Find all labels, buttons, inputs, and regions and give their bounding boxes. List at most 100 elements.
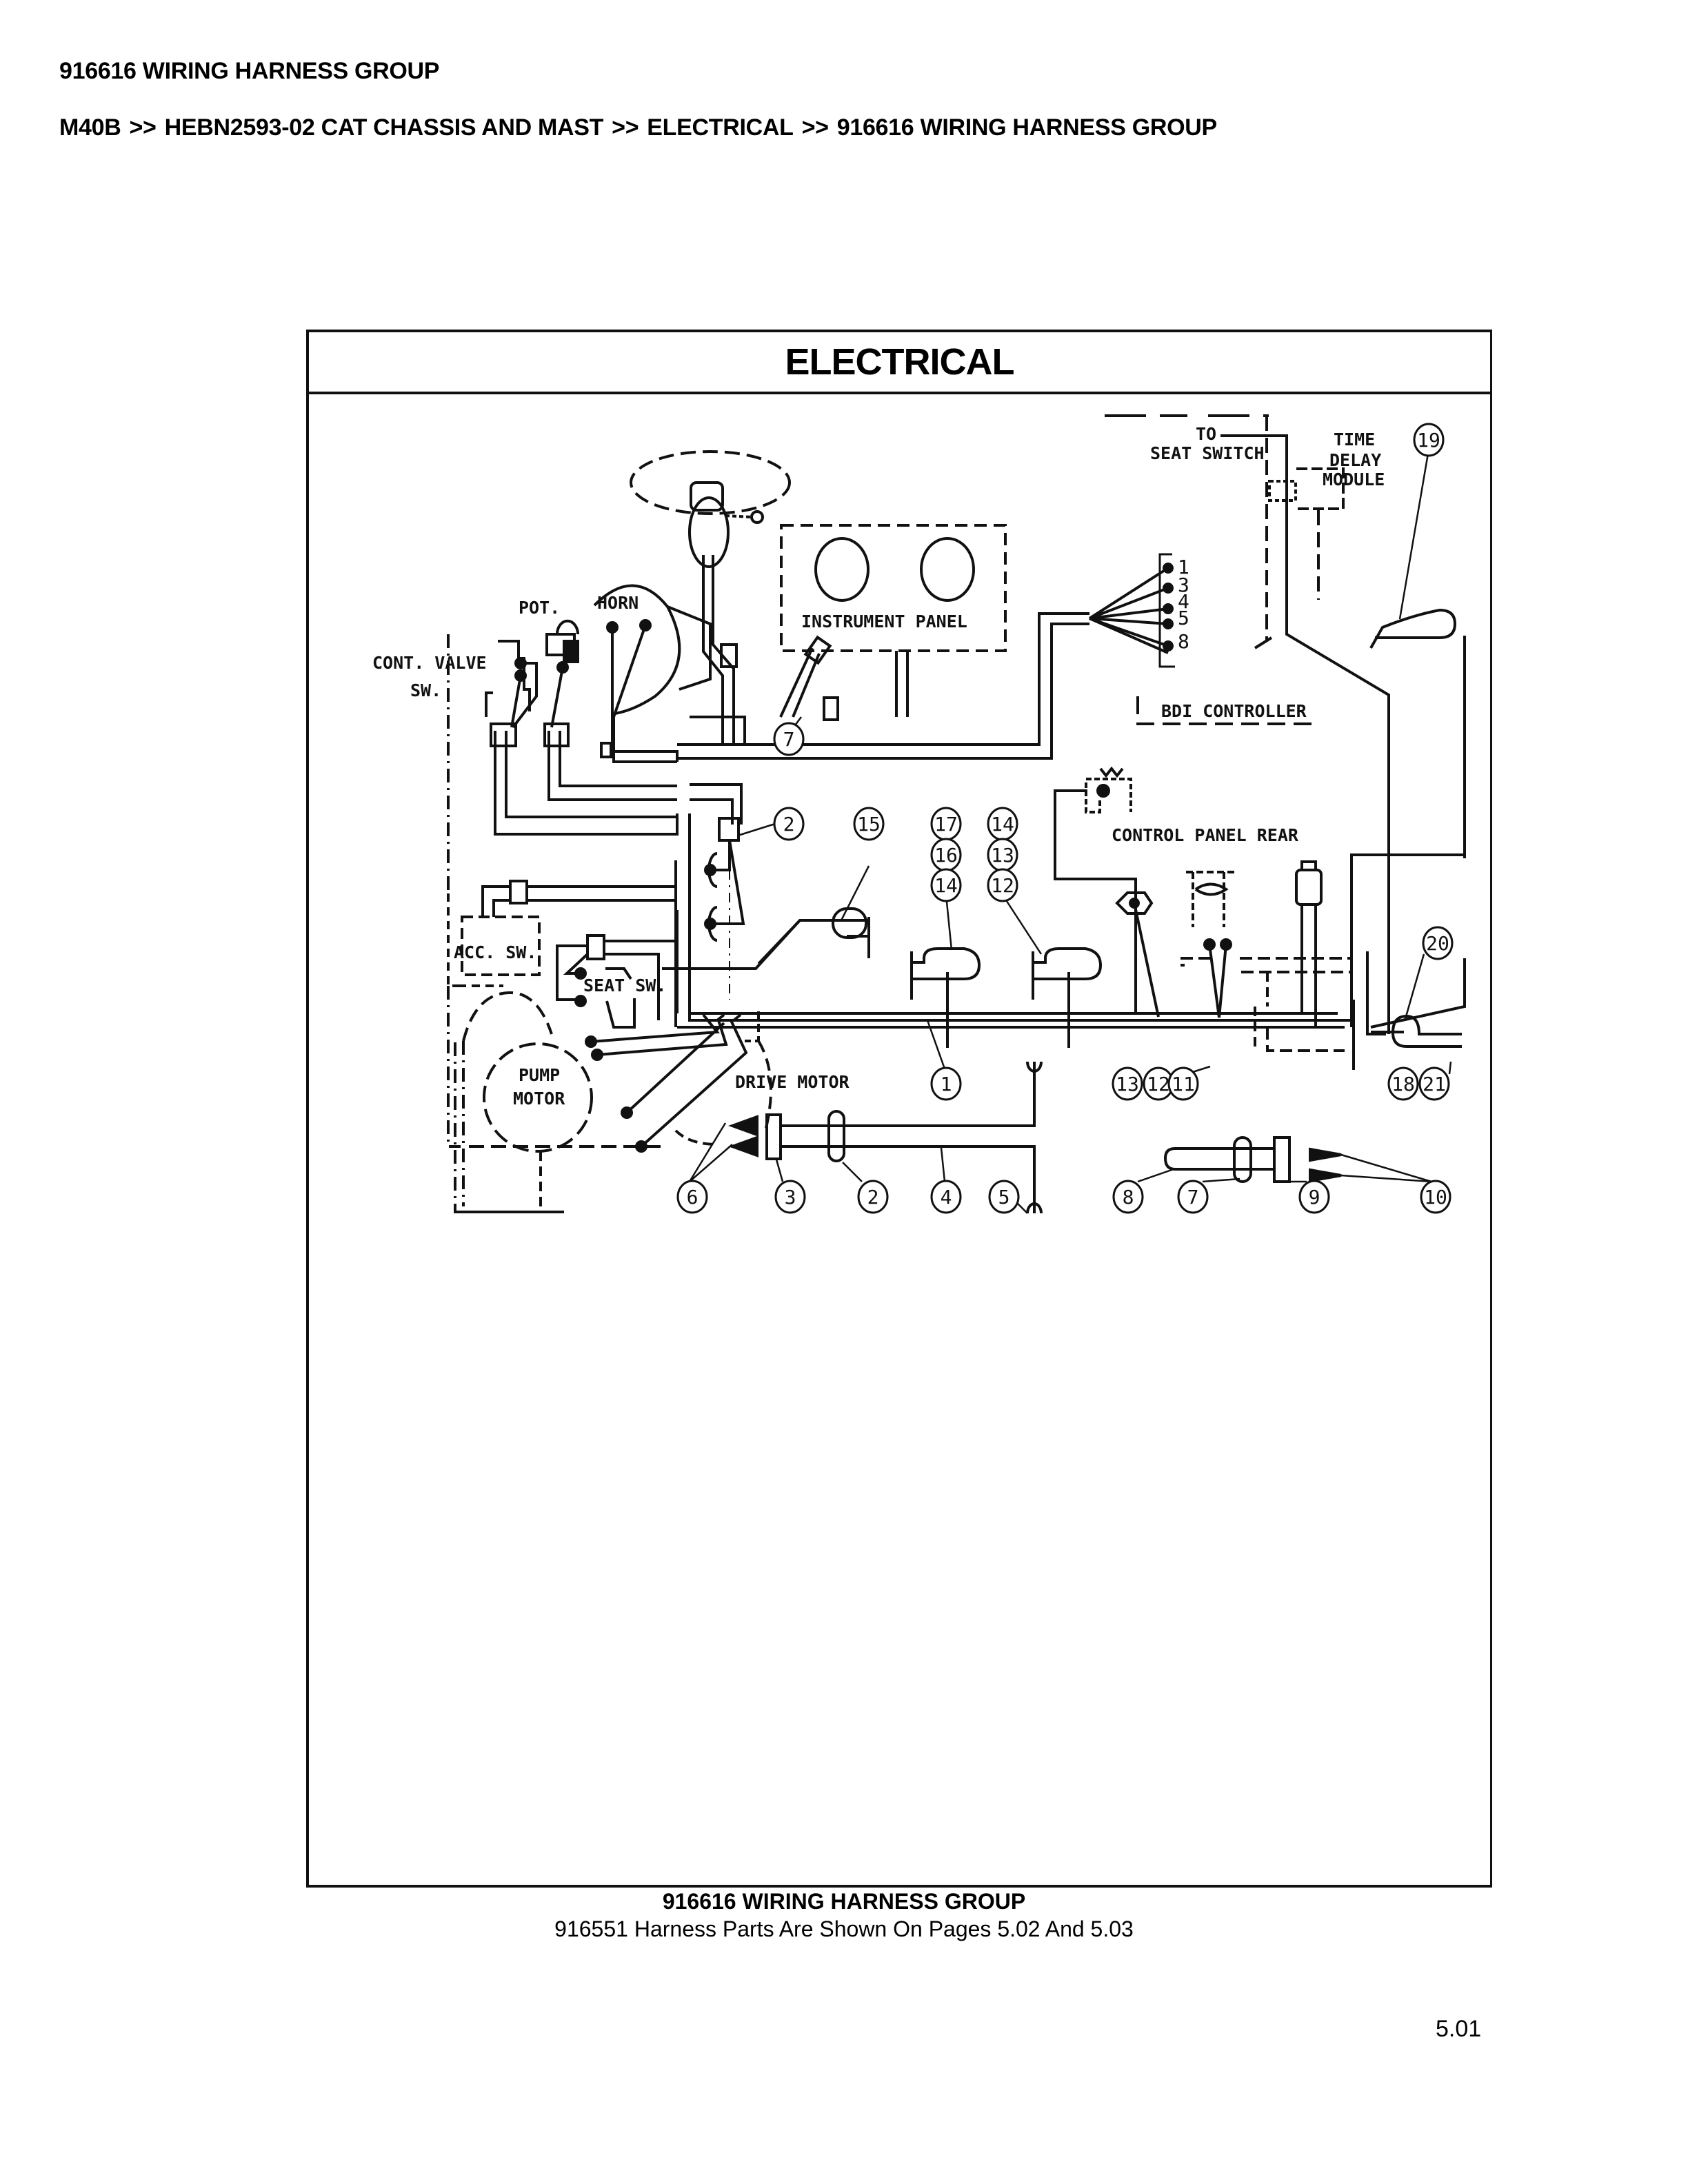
- right-side-harness: [1350, 608, 1466, 1070]
- main-harness: [677, 1012, 1345, 1029]
- relay-group: [704, 817, 745, 1000]
- callout-number: 7: [783, 728, 795, 751]
- callout-number: 2: [867, 1186, 879, 1209]
- callout-circle: [1112, 1180, 1144, 1214]
- callout-number: 14: [934, 874, 958, 897]
- time-delay-module: [1105, 414, 1390, 1034]
- callout-number: 4: [941, 1186, 952, 1209]
- breadcrumb-item-electrical[interactable]: ELECTRICAL: [647, 114, 794, 141]
- label-cont-valve: CONT. VALVE: [372, 653, 487, 673]
- instrument-panel: [779, 524, 1007, 721]
- pin-label: 5: [1178, 607, 1189, 629]
- callout-19: 19: [1413, 423, 1445, 457]
- callout-circle: [773, 722, 805, 756]
- callout-number: 8: [1123, 1186, 1134, 1209]
- label-time: TIME: [1334, 429, 1375, 449]
- callout-4: 4: [930, 1180, 962, 1214]
- callout-circle: [1418, 1066, 1450, 1101]
- callout-number: 2: [783, 813, 795, 836]
- callout-circle: [930, 1066, 962, 1101]
- callout-14: 14: [930, 868, 962, 902]
- callout-number: 21: [1423, 1073, 1446, 1095]
- callout-2: 2: [857, 1180, 889, 1214]
- callout-5: 5: [988, 1180, 1020, 1214]
- callout-circle: [676, 1180, 708, 1214]
- callout-10: 10: [1420, 1180, 1451, 1214]
- callout-circle: [853, 807, 885, 841]
- pot-component: [545, 619, 579, 674]
- horn-connector: [600, 742, 612, 758]
- label-seat-switch: SEAT SWITCH: [1150, 443, 1265, 463]
- callout-circle: [1177, 1180, 1209, 1214]
- figure-caption-title: 916616 WIRING HARNESS GROUP: [662, 1889, 1026, 1914]
- pin-label: 3: [1178, 574, 1189, 596]
- control-panel-rear: [1054, 766, 1352, 1052]
- battery-cable-right: [1164, 1136, 1342, 1183]
- label-pot: POT.: [519, 598, 560, 618]
- callout-circle: [1298, 1180, 1330, 1214]
- steering-wheel: [630, 450, 791, 568]
- callout-8: 8: [1112, 1180, 1144, 1214]
- callout-circle: [930, 868, 962, 902]
- callout-circle: [1422, 926, 1454, 960]
- label-control-panel-rear: CONTROL PANEL REAR: [1112, 825, 1299, 845]
- callout-6: 6: [676, 1180, 708, 1214]
- label-motor: MOTOR: [513, 1089, 565, 1109]
- callout-7: 7: [1177, 1180, 1209, 1214]
- callout-circle: [1413, 423, 1445, 457]
- callout-number: 13: [1116, 1073, 1139, 1095]
- breadcrumb-item-chassis[interactable]: HEBN2593-02 CAT CHASSIS AND MAST: [164, 114, 604, 141]
- callout-number: 10: [1424, 1186, 1447, 1209]
- cont-valve-switch: [485, 640, 531, 717]
- callout-leaders: [688, 449, 1452, 1214]
- callout-number: 15: [857, 813, 881, 836]
- harness-clips: [757, 907, 1103, 1048]
- callout-12: 12: [987, 868, 1018, 902]
- label-horn: HORN: [597, 593, 639, 613]
- breadcrumb-item-current: 916616 WIRING HARNESS GROUP: [836, 114, 1217, 141]
- label-module: MODULE: [1323, 469, 1385, 489]
- callout-number: 17: [934, 813, 958, 836]
- callout-number: 3: [785, 1186, 796, 1209]
- bdi-controller: [1055, 553, 1317, 725]
- section-title: ELECTRICAL: [785, 341, 1015, 383]
- left-harness: [494, 612, 1352, 1027]
- breadcrumb-separator: >>: [801, 114, 829, 141]
- callout-13: 13: [1112, 1066, 1143, 1101]
- callout-number: 11: [1172, 1073, 1195, 1095]
- callout-circle: [1387, 1066, 1419, 1101]
- acc-switch: [447, 634, 677, 987]
- callout-14: 14: [987, 807, 1018, 841]
- pump-motor: [447, 986, 728, 1213]
- breadcrumb-item-model[interactable]: M40B: [59, 114, 121, 141]
- label-bdi-controller: BDI CONTROLLER: [1161, 701, 1307, 721]
- label-instrument-panel: INSTRUMENT PANEL: [801, 611, 967, 631]
- breadcrumb-separator: >>: [612, 114, 639, 141]
- callout-15: 15: [853, 807, 885, 841]
- callout-number: 12: [991, 874, 1014, 897]
- page-number: 5.01: [1436, 2016, 1482, 2042]
- label-cont-valve-sw: SW.: [410, 680, 441, 700]
- seat-switch: [556, 919, 847, 1029]
- label-pump: PUMP: [519, 1065, 560, 1085]
- pin-label: 4: [1178, 590, 1189, 613]
- callout-17: 17: [930, 807, 962, 841]
- callout-13: 13: [987, 838, 1018, 872]
- component-labels: POT. HORN CONT. VALVE SW. INSTRUMENT PAN…: [372, 424, 1385, 1109]
- callout-circle: [1112, 1066, 1143, 1101]
- callout-20: 20: [1422, 926, 1454, 960]
- figure-caption-note: 916551 Harness Parts Are Shown On Pages …: [554, 1917, 1134, 1941]
- callout-number: 12: [1147, 1073, 1170, 1095]
- figure-frame: ELECTRICAL: [306, 330, 1492, 1888]
- callout-3: 3: [774, 1180, 806, 1214]
- callout-1: 1: [930, 1066, 962, 1101]
- pin-label: 8: [1178, 630, 1189, 653]
- callout-9: 9: [1298, 1180, 1330, 1214]
- battery-cable-left: [728, 1061, 1043, 1214]
- cont-valve-connector: [490, 722, 517, 747]
- pin-label: 1: [1178, 556, 1189, 578]
- breadcrumb: M40B >> HEBN2593-02 CAT CHASSIS AND MAST >>…: [59, 114, 1217, 141]
- callout-circle: [773, 807, 805, 841]
- breadcrumb-separator: >>: [129, 114, 157, 141]
